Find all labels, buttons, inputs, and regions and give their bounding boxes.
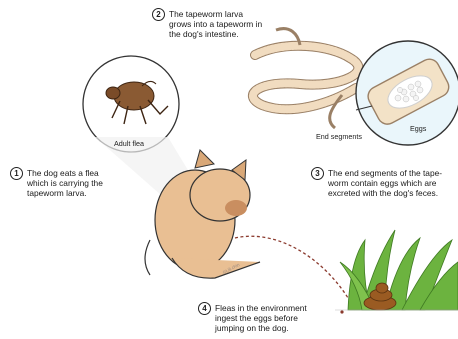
flea-jump-path — [235, 236, 355, 310]
step-1: 1 The dog eats a flea which is carrying … — [10, 168, 103, 199]
step-1-text: The dog eats a flea which is carrying th… — [27, 168, 103, 199]
tapeworm-illustration — [253, 29, 358, 128]
step-3-number: 3 — [311, 167, 324, 180]
step-2-text: The tapeworm larva grows into a tapeworm… — [169, 9, 262, 40]
grass-illustration — [340, 230, 458, 310]
step-4-text: Fleas in the environment ingest the eggs… — [215, 303, 307, 334]
step-2: 2 The tapeworm larva grows into a tapewo… — [152, 9, 262, 40]
step-4: 4 Fleas in the environment ingest the eg… — [198, 303, 307, 334]
eggs-label: Eggs — [410, 124, 426, 133]
step-3-text: The end segments of the tape- worm conta… — [328, 168, 442, 199]
end-segments-label: End segments — [316, 132, 362, 141]
step-2-number: 2 — [152, 8, 165, 21]
magnifier-inset — [356, 41, 458, 145]
step-3: 3 The end segments of the tape- worm con… — [311, 168, 442, 199]
step-4-number: 4 — [198, 302, 211, 315]
step-1-number: 1 — [10, 167, 23, 180]
flea-speck — [340, 310, 343, 313]
adult-flea-label: Adult flea — [114, 139, 144, 148]
